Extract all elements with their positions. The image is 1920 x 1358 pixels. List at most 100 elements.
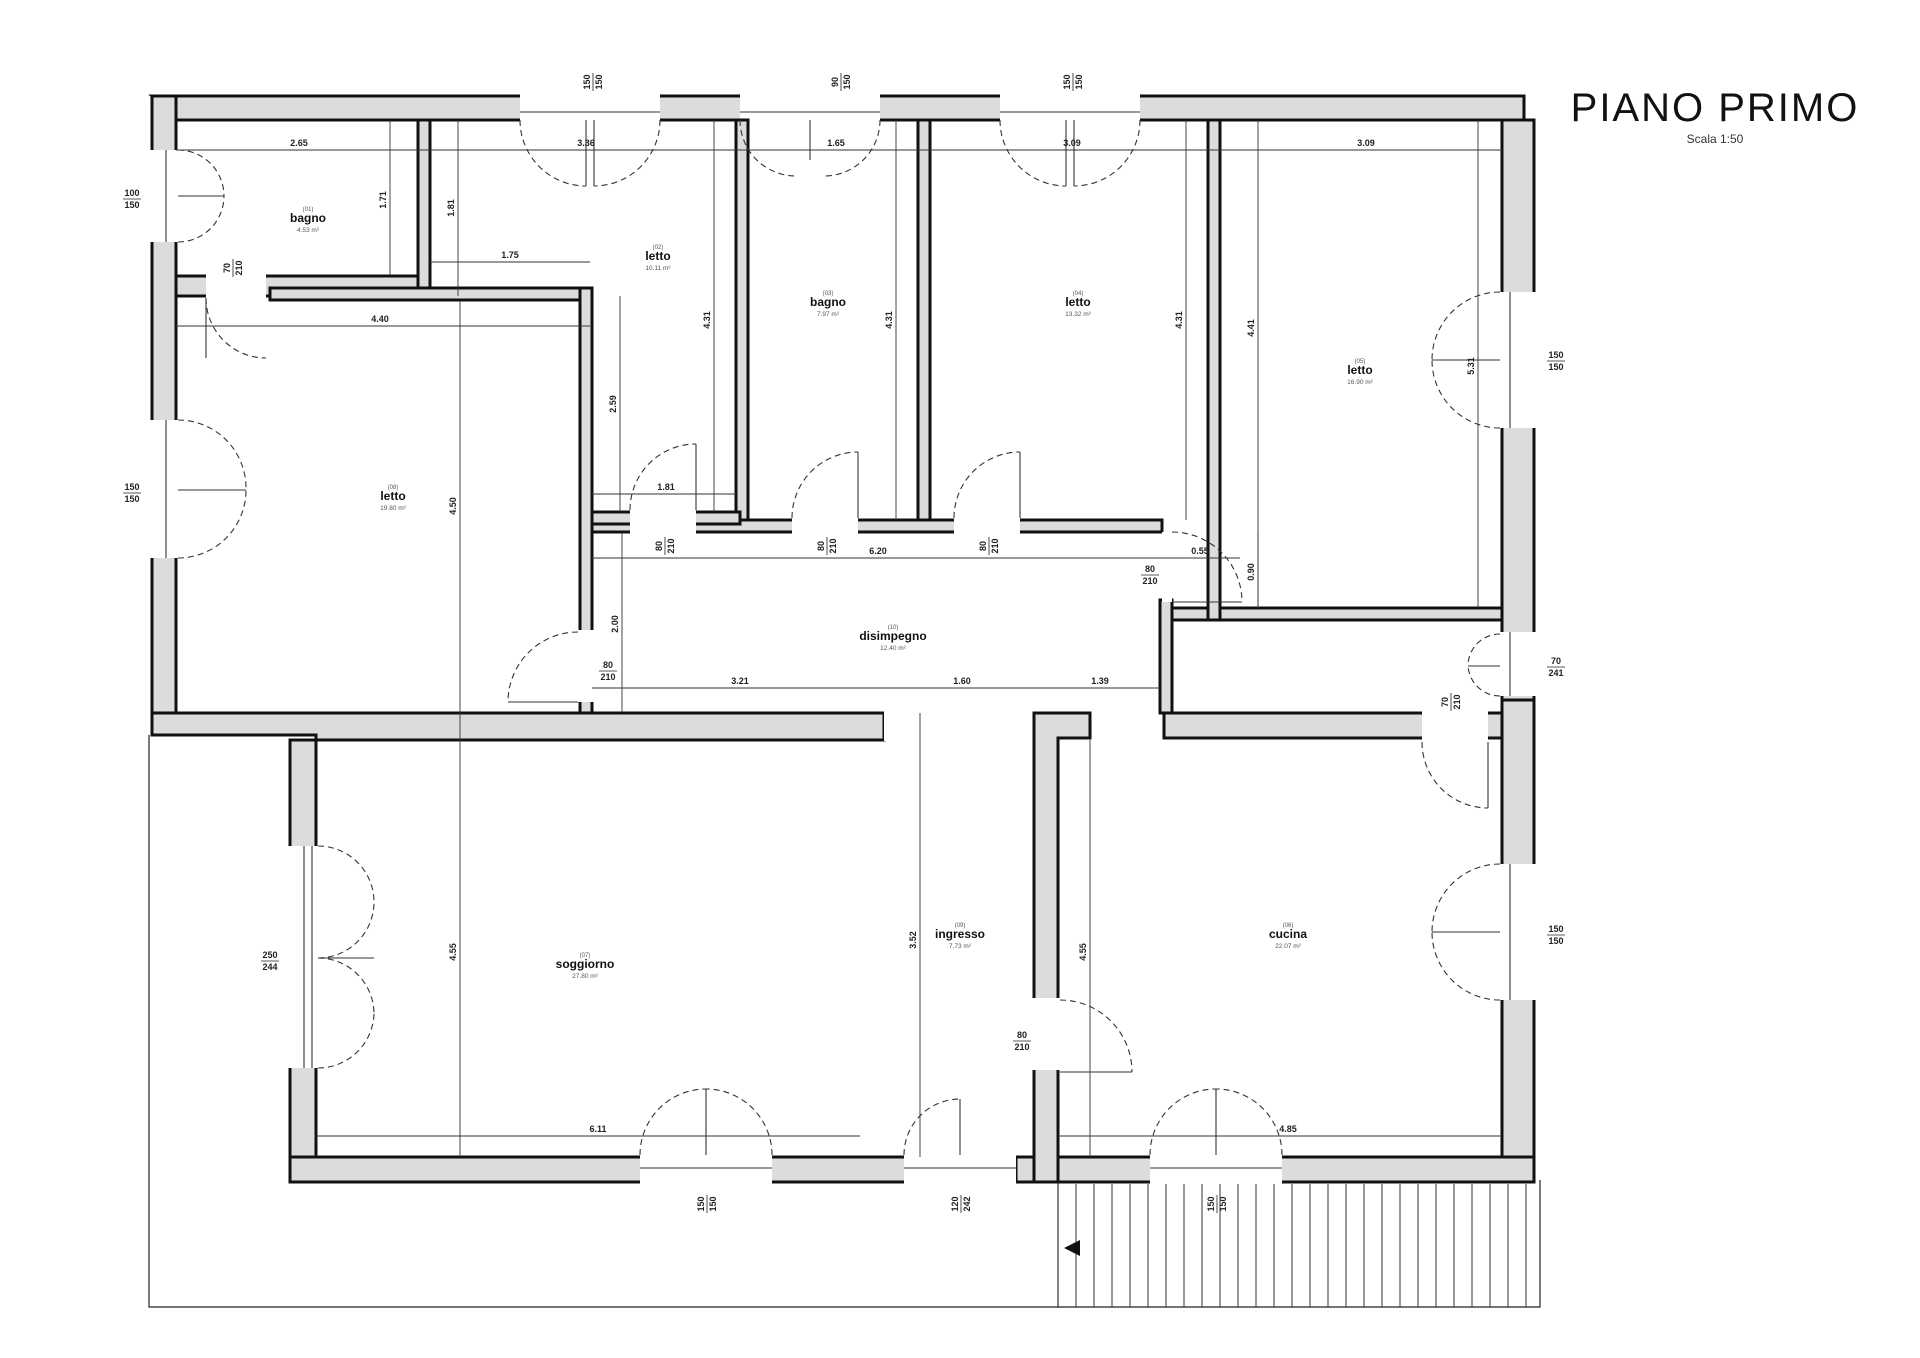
dimension-label: 0.55 bbox=[1191, 546, 1209, 556]
wall-corridor-right bbox=[1158, 598, 1174, 715]
dimension-label: 4.31 bbox=[1174, 311, 1184, 329]
opening-height: 150 bbox=[124, 200, 139, 210]
dimension-label: 1.75 bbox=[501, 250, 519, 260]
wall-bagno1-right bbox=[416, 118, 432, 298]
opening-height: 210 bbox=[1452, 694, 1462, 709]
dimension-label: 3.09 bbox=[1357, 138, 1375, 148]
opening-height: 150 bbox=[1548, 936, 1563, 946]
wall-openings bbox=[150, 94, 1536, 1184]
room-letto-02: (02)letto 10.11 m² bbox=[645, 245, 671, 272]
dimension-label: 6.11 bbox=[589, 1124, 606, 1134]
room-area: 13.32 m² bbox=[1065, 311, 1091, 318]
opening-width: 80 bbox=[603, 660, 613, 670]
room-area: 4.53 m² bbox=[297, 227, 320, 234]
opening-height: 150 bbox=[708, 1196, 718, 1211]
wall-bagno3-right bbox=[916, 118, 932, 526]
opening-width: 80 bbox=[978, 541, 988, 551]
wall-right-mid bbox=[1162, 711, 1504, 740]
room-number: (06) bbox=[1283, 923, 1294, 929]
wall-letto2-right bbox=[734, 118, 750, 526]
wall-letto8-right bbox=[578, 286, 594, 715]
opening-height: 210 bbox=[828, 538, 838, 553]
opening-height: 210 bbox=[1014, 1042, 1029, 1052]
room-name: bagno bbox=[290, 211, 326, 225]
scale-label: Scala 1:50 bbox=[1686, 132, 1744, 146]
room-name: soggiorno bbox=[556, 957, 615, 971]
opening-height: 210 bbox=[666, 538, 676, 553]
dimension-label: 1.60 bbox=[953, 676, 971, 686]
dimension-label: 3.52 bbox=[908, 931, 918, 949]
interior-walls bbox=[174, 118, 1504, 715]
room-name: bagno bbox=[810, 295, 846, 309]
dimension-label: 4.40 bbox=[371, 314, 389, 324]
room-area: 10.11 m² bbox=[645, 265, 671, 272]
room-name: cucina bbox=[1269, 927, 1307, 941]
opening-width: 250 bbox=[262, 950, 277, 960]
opening-width: 80 bbox=[1017, 1030, 1027, 1040]
opening-height: 150 bbox=[1218, 1196, 1228, 1211]
dimension-label: 4.41 bbox=[1246, 319, 1256, 337]
room-number: (03) bbox=[823, 291, 834, 297]
dimension-label: 6.20 bbox=[869, 546, 887, 556]
room-name: letto bbox=[1347, 363, 1372, 377]
opening-width: 150 bbox=[124, 482, 139, 492]
opening-width: 70 bbox=[1440, 697, 1450, 707]
opening-width: 150 bbox=[582, 74, 592, 89]
room-number: (10) bbox=[888, 625, 899, 631]
opening-height: 210 bbox=[234, 260, 244, 275]
opening-width: 150 bbox=[1206, 1196, 1216, 1211]
room-name: letto bbox=[645, 249, 670, 263]
room-number: (09) bbox=[955, 923, 966, 929]
exterior-wall-bottom-left bbox=[288, 1155, 908, 1184]
dimension-label: 1.65 bbox=[827, 138, 845, 148]
opening-height: 150 bbox=[1074, 74, 1084, 89]
opening-width: 120 bbox=[950, 1196, 960, 1211]
opening-width: 150 bbox=[1548, 350, 1563, 360]
opening-width: 70 bbox=[222, 263, 232, 273]
dimension-label: 3.21 bbox=[731, 676, 749, 686]
dimension-label: 3.36 bbox=[577, 138, 595, 148]
room-area: 27.80 m² bbox=[572, 973, 598, 980]
opening-height: 210 bbox=[600, 672, 615, 682]
page-title: PIANO PRIMO bbox=[1570, 86, 1860, 130]
room-area: 16.90 m² bbox=[1347, 379, 1373, 386]
dimension-label: 1.71 bbox=[378, 191, 388, 209]
room-bagno-03: (03)bagno 7.97 m² bbox=[810, 291, 846, 318]
door-gaps bbox=[206, 274, 1488, 1070]
opening-width: 150 bbox=[696, 1196, 706, 1211]
room-area: 7.97 m² bbox=[817, 311, 840, 318]
dimension-label: 4.50 bbox=[448, 497, 458, 515]
opening-height: 241 bbox=[1548, 668, 1563, 678]
staircase bbox=[1057, 1184, 1527, 1307]
opening-width: 80 bbox=[1145, 564, 1155, 574]
door-leaves bbox=[178, 120, 1500, 1155]
opening-width: 100 bbox=[124, 188, 139, 198]
dimension-label: 4.85 bbox=[1279, 1124, 1297, 1134]
dimension-label: 5.31 bbox=[1466, 357, 1476, 375]
room-number: (02) bbox=[653, 245, 664, 251]
